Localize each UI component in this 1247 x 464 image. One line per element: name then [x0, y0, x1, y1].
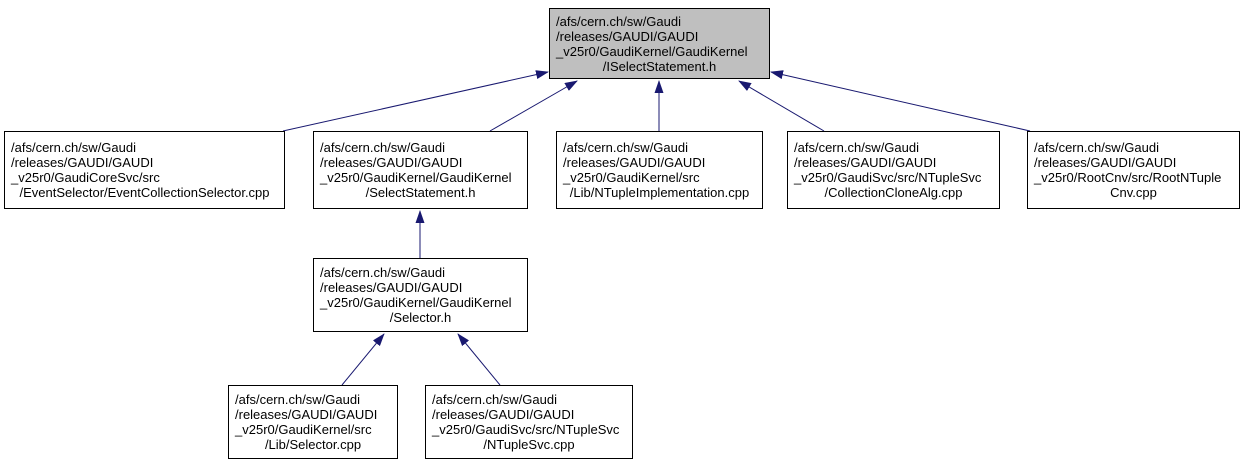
node-path-line: /Lib/Selector.cpp	[264, 437, 362, 452]
node-path-line: _v25r0/GaudiKernel/GaudiKernel	[556, 43, 748, 59]
node-path-line: /releases/GAUDI/GAUDI	[320, 280, 463, 295]
graph-node-iselectstatement-h: /afs/cern.ch/sw/Gaudi /releases/GAUDI/GA…	[549, 8, 770, 79]
node-path-line: /releases/GAUDI/GAUDI	[794, 155, 937, 170]
node-path-line: /releases/GAUDI/GAUDI	[563, 155, 706, 170]
edge-ntsvc-to-selh	[457, 333, 501, 386]
node-path-line: /afs/cern.ch/sw/Gaudi	[432, 392, 557, 407]
graph-node-rootntuplecnv-cpp[interactable]: /afs/cern.ch/sw/Gaudi /releases/GAUDI/GA…	[1027, 131, 1240, 209]
node-path-line: /SelectStatement.h	[365, 185, 476, 200]
graph-node-selector-h[interactable]: /afs/cern.ch/sw/Gaudi /releases/GAUDI/GA…	[313, 258, 528, 332]
edge-evcol-to-root	[282, 70, 549, 132]
graph-node-selector-cpp[interactable]: /afs/cern.ch/sw/Gaudi /releases/GAUDI/GA…	[228, 385, 398, 459]
node-path-line: /releases/GAUDI/GAUDI	[235, 407, 378, 422]
graph-node-collectionclonealg-cpp[interactable]: /afs/cern.ch/sw/Gaudi /releases/GAUDI/GA…	[787, 131, 1000, 209]
node-path-line: _v25r0/GaudiSvc/src/NTupleSvc	[794, 170, 982, 185]
node-path-line: /Selector.h	[389, 310, 452, 325]
node-path-line: /CollectionCloneAlg.cpp	[824, 185, 963, 200]
node-path-line: /afs/cern.ch/sw/Gaudi	[320, 140, 445, 155]
node-path-line: _v25r0/GaudiKernel/GaudiKernel	[320, 295, 512, 310]
node-path-line: /EventSelector/EventCollectionSelector.c…	[19, 185, 270, 200]
graph-node-selectstatement-h[interactable]: /afs/cern.ch/sw/Gaudi /releases/GAUDI/GA…	[313, 131, 528, 209]
graph-node-eventcollectionselector-cpp[interactable]: /afs/cern.ch/sw/Gaudi /releases/GAUDI/GA…	[4, 131, 285, 209]
edge-rootnt-to-root	[770, 70, 1031, 132]
node-path-line: /NTupleSvc.cpp	[483, 437, 575, 452]
node-path-line: /afs/cern.ch/sw/Gaudi	[794, 140, 919, 155]
graph-node-ntuplesvc-cpp[interactable]: /afs/cern.ch/sw/Gaudi /releases/GAUDI/GA…	[425, 385, 633, 459]
node-path-line: _v25r0/GaudiKernel/src	[235, 422, 372, 437]
node-path-line: _v25r0/GaudiKernel/GaudiKernel	[320, 170, 512, 185]
node-path-line: /afs/cern.ch/sw/Gaudi	[563, 140, 688, 155]
node-path-line: _v25r0/GaudiKernel/src	[563, 170, 700, 185]
node-path-line: _v25r0/GaudiCoreSvc/src	[11, 170, 160, 185]
node-path-line: /afs/cern.ch/sw/Gaudi	[11, 140, 136, 155]
edge-selst-to-root	[489, 80, 578, 132]
node-path-line: /afs/cern.ch/sw/Gaudi	[1034, 140, 1159, 155]
node-path-line: _v25r0/RootCnv/src/RootNTuple	[1034, 170, 1222, 185]
node-path-line: /ISelectStatement.h	[602, 58, 717, 74]
node-path-line: /releases/GAUDI/GAUDI	[11, 155, 154, 170]
node-path-line: /releases/GAUDI/GAUDI	[556, 28, 699, 44]
node-path-line: _v25r0/GaudiSvc/src/NTupleSvc	[432, 422, 620, 437]
node-path-line: /releases/GAUDI/GAUDI	[1034, 155, 1177, 170]
node-path-line: /afs/cern.ch/sw/Gaudi	[235, 392, 360, 407]
graph-node-ntupleimplementation-cpp[interactable]: /afs/cern.ch/sw/Gaudi /releases/GAUDI/GA…	[556, 131, 763, 209]
node-path-line: /afs/cern.ch/sw/Gaudi	[320, 265, 445, 280]
edge-ccalg-to-root	[738, 80, 825, 132]
node-path-line: /releases/GAUDI/GAUDI	[432, 407, 575, 422]
node-path-line: /Lib/NTupleImplementation.cpp	[569, 185, 750, 200]
node-path-line: /afs/cern.ch/sw/Gaudi	[556, 13, 681, 29]
node-path-line: Cnv.cpp	[1110, 185, 1157, 200]
edge-selcpp-to-selh	[341, 333, 385, 386]
node-path-line: /releases/GAUDI/GAUDI	[320, 155, 463, 170]
